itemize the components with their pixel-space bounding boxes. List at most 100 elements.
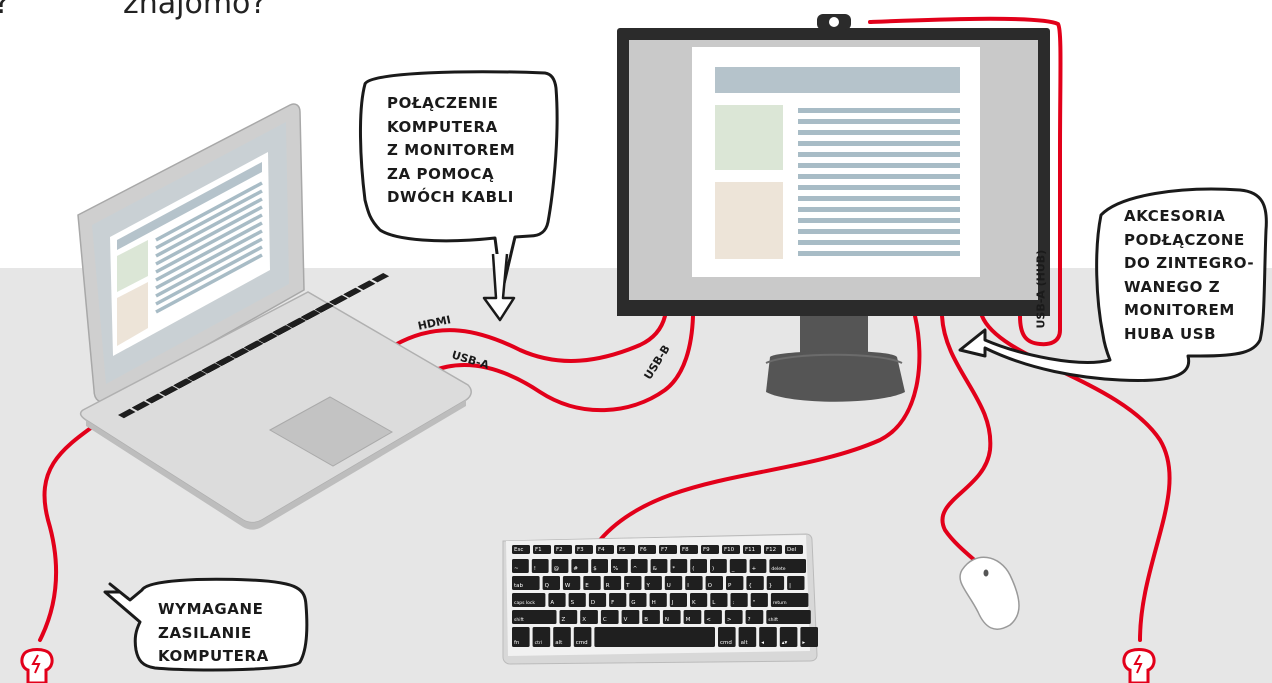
keyboard-key xyxy=(680,545,698,554)
keyboard-key xyxy=(770,593,809,607)
keyboard-key xyxy=(512,627,530,647)
keyboard-key xyxy=(591,559,608,573)
keyboard-key-label: & xyxy=(653,566,658,572)
doc-line xyxy=(798,185,960,190)
callout-power-bubble xyxy=(103,577,309,672)
monitor-doc-beige xyxy=(715,182,783,259)
keyboard-cable xyxy=(598,314,922,542)
keyboard-key xyxy=(701,545,719,554)
keyboard-key xyxy=(638,545,656,554)
keyboard-key-label: @ xyxy=(554,566,560,572)
callout-accessories-bubble xyxy=(958,187,1268,382)
laptop-key xyxy=(314,303,333,313)
laptop-doc-green xyxy=(117,240,148,292)
keyboard-key xyxy=(766,576,785,590)
keyboard-key xyxy=(644,576,662,590)
keyboard-key-label: F1 xyxy=(535,547,542,553)
keyboard-key-label: F3 xyxy=(577,547,584,553)
keyboard-key xyxy=(746,576,764,590)
keyboard-key xyxy=(670,559,688,573)
keyboard-key-label: ^ xyxy=(633,566,638,572)
keyboard-key xyxy=(603,576,622,590)
keyboard-key-label: C xyxy=(603,617,607,623)
callout-line: HUBA USB xyxy=(1124,324,1217,343)
keyboard-key-label: L xyxy=(712,600,716,606)
callout-power-text: WYMAGANE ZASILANIE KOMPUTERA xyxy=(158,598,269,669)
keyboard-key xyxy=(743,545,761,554)
laptop-key xyxy=(343,288,361,298)
keyboard-key xyxy=(787,576,805,590)
keyboard-key-label: Z xyxy=(562,617,566,623)
keyboard-key xyxy=(542,576,560,590)
keyboard-key-label: delete xyxy=(771,566,785,572)
keyboard-key-label: Esc xyxy=(514,547,523,553)
keyboard-key-label: F11 xyxy=(745,547,755,553)
keyboard-key xyxy=(532,627,551,647)
keyboard-key xyxy=(769,559,806,573)
keyboard-key-label: ( xyxy=(692,566,694,572)
keyboard-key-label: T xyxy=(625,583,630,589)
callout-connection-bubble xyxy=(358,70,559,322)
keyboard-key-label: R xyxy=(606,583,610,589)
keyboard-key xyxy=(594,627,715,647)
header-question-mark: ? xyxy=(0,0,10,21)
keyboard-key xyxy=(551,559,569,573)
doc-line xyxy=(798,141,960,146)
laptop-key xyxy=(187,371,205,382)
keyboard-key xyxy=(512,593,546,607)
laptop-doc-beige xyxy=(117,282,148,346)
header-question: znajomo? xyxy=(123,0,267,21)
keyboard-key-label: ▴▾ xyxy=(782,640,788,646)
laptop-key xyxy=(215,356,233,367)
monitor-foot-top xyxy=(765,353,903,364)
keyboard-key xyxy=(573,627,592,647)
keyboard-key-label: X xyxy=(582,617,586,623)
keyboard-key xyxy=(766,610,811,624)
laptop-key xyxy=(272,326,290,336)
keyboard-key xyxy=(642,610,660,624)
keyboard-key-label: : xyxy=(733,600,735,606)
keyboard-key xyxy=(580,610,598,624)
doc-line xyxy=(798,196,960,201)
keyboard-key-label: E xyxy=(585,583,589,589)
keyboard-key xyxy=(749,559,767,573)
keyboard-key xyxy=(588,593,607,607)
laptop xyxy=(77,103,472,530)
keyboard-key xyxy=(779,627,798,647)
keyboard-key-label: F12 xyxy=(766,547,776,553)
keyboard-key-label: V xyxy=(624,617,628,623)
keyboard-key xyxy=(710,559,727,573)
keyboard-key-label: S xyxy=(571,600,575,606)
keyboard-key xyxy=(630,559,648,573)
doc-line xyxy=(798,152,960,157)
keyboard-key-label: alt xyxy=(555,640,563,646)
power-plug-left xyxy=(20,648,54,683)
doc-line xyxy=(798,229,960,234)
doc-line xyxy=(798,174,960,179)
keyboard-key-label: D xyxy=(591,600,595,606)
keyboard-key-label: " xyxy=(753,600,756,606)
keyboard-key xyxy=(710,593,728,607)
keyboard-key xyxy=(664,576,683,590)
callout-line: ZASILANIE xyxy=(158,623,252,642)
keyboard-key xyxy=(617,545,635,554)
keyboard-key-label: A xyxy=(550,600,554,606)
keyboard-key xyxy=(764,545,782,554)
keyboard-key xyxy=(553,627,571,647)
keyboard-key-label: K xyxy=(692,600,696,606)
webcam-cable xyxy=(868,16,1063,347)
laptop-key xyxy=(201,364,219,374)
keyboard-key xyxy=(718,627,736,647)
keyboard-key-label: # xyxy=(573,566,578,572)
monitor-doc-lines xyxy=(798,108,960,256)
keyboard-key xyxy=(650,559,668,573)
callout-line: KOMPUTERA xyxy=(158,647,269,665)
keyboard-key-label: ~ xyxy=(514,566,519,572)
doc-line xyxy=(798,163,960,168)
doc-line xyxy=(798,251,960,256)
keyboard-key xyxy=(785,545,803,554)
cables xyxy=(38,16,1172,642)
keyboard-key-label: tab xyxy=(514,583,524,589)
keyboard-key xyxy=(750,593,768,607)
